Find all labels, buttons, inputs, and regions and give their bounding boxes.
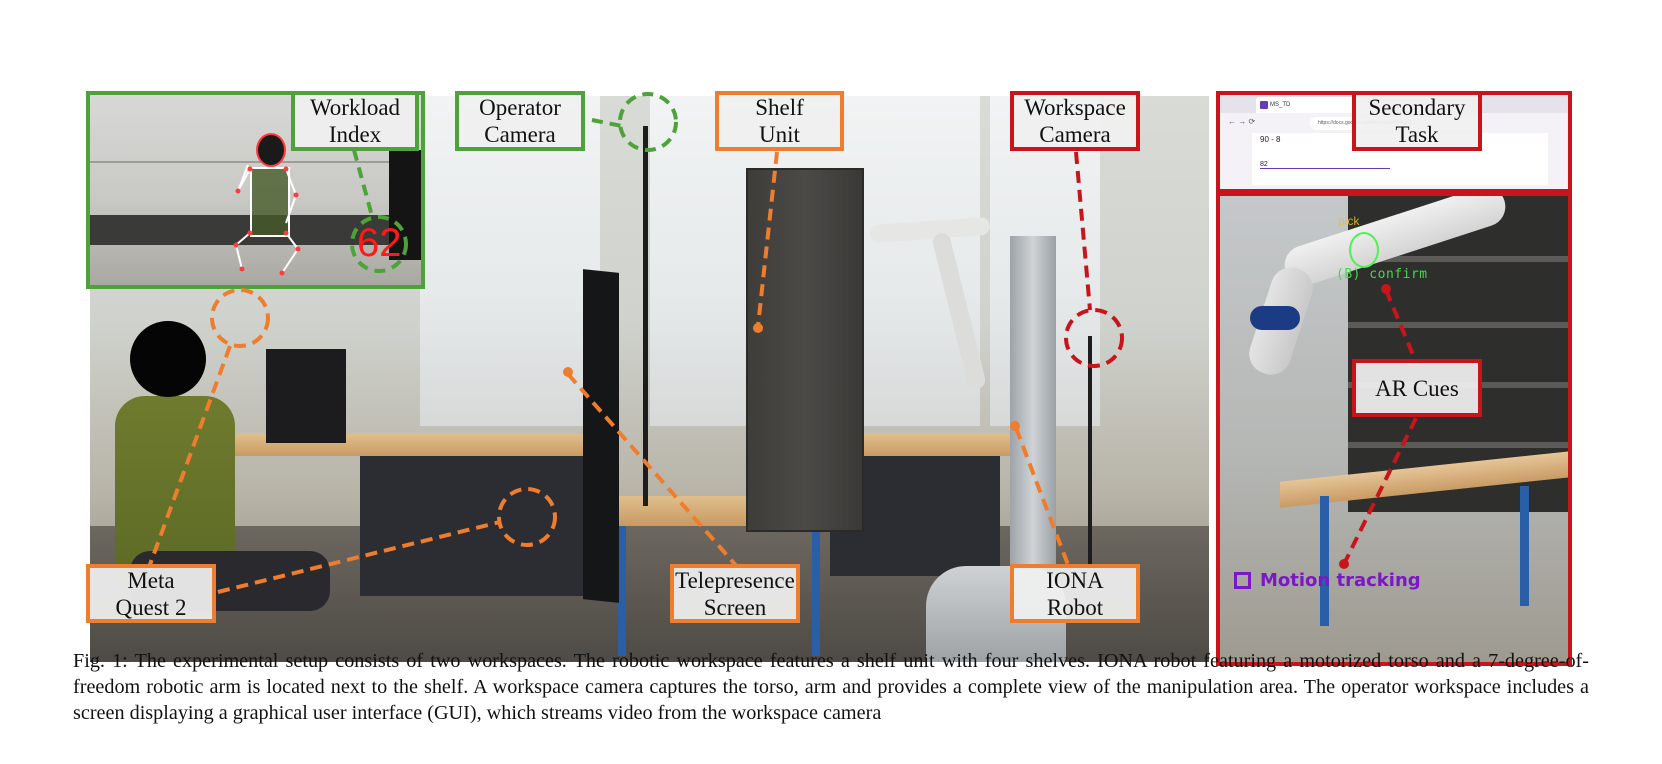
label-shelf-unit: Shelf Unit xyxy=(715,91,844,151)
label-line: Task xyxy=(1395,122,1439,147)
label-line: Telepresence xyxy=(675,567,795,593)
nav-arrows-icon[interactable]: ← → ⟳ xyxy=(1228,117,1256,126)
label-line: Index xyxy=(328,122,382,147)
label-meta-quest: Meta Quest 2 xyxy=(86,564,216,623)
label-line: Operator xyxy=(479,95,561,120)
label-line: Meta xyxy=(127,567,175,593)
label-line: Camera xyxy=(484,122,556,147)
label-telepresence-screen: Telepresence Screen xyxy=(670,564,800,623)
label-line: Secondary xyxy=(1368,95,1466,120)
motion-tracking-checkbox-icon xyxy=(1234,572,1251,589)
ar-table-leg xyxy=(1320,496,1329,626)
table-leg xyxy=(618,526,626,656)
browser-tab[interactable]: MS_TD xyxy=(1256,97,1368,113)
label-line: Quest 2 xyxy=(115,594,187,620)
tripod-pole xyxy=(643,126,648,506)
pose-head xyxy=(256,133,286,167)
telepresence-monitor xyxy=(583,269,619,603)
pc-tower xyxy=(266,349,346,443)
operator-head-redacted xyxy=(130,321,206,397)
ar-target-ring xyxy=(1349,232,1379,268)
label-line: Camera xyxy=(1039,122,1111,147)
forms-icon xyxy=(1260,101,1268,109)
wall-line xyxy=(90,161,421,163)
pose-skeleton xyxy=(233,164,301,276)
label-secondary-task: Secondary Task xyxy=(1352,91,1482,151)
label-workspace-camera: Workspace Camera xyxy=(1010,91,1140,151)
workload-value: 62 xyxy=(357,221,402,265)
label-workload-index: Workload Index xyxy=(291,91,419,151)
label-iona-robot: IONA Robot xyxy=(1010,564,1140,623)
ar-shelf-board xyxy=(1348,442,1568,448)
ar-shelf-board xyxy=(1348,256,1568,262)
motion-tracking-label: Motion tracking xyxy=(1260,570,1421,591)
table-leg xyxy=(812,526,820,656)
label-line: Workload xyxy=(309,95,401,120)
label-line: IONA xyxy=(1046,567,1104,593)
table-top xyxy=(358,434,618,456)
label-line: Workspace xyxy=(1024,95,1126,120)
table-top xyxy=(820,434,1010,456)
label-operator-camera: Operator Camera xyxy=(455,91,585,151)
label-line: AR Cues xyxy=(1375,375,1459,401)
label-line: Screen xyxy=(703,594,767,620)
ar-confirm-cue: (B) confirm xyxy=(1336,267,1428,282)
ar-view-inset xyxy=(1216,192,1572,666)
figure-caption: Fig. 1: The experimental setup consists … xyxy=(73,650,1589,724)
tripod-pole xyxy=(1088,336,1092,566)
ar-target-label: pick xyxy=(1338,214,1360,228)
pose-torso xyxy=(250,167,290,237)
ar-shelf-board xyxy=(1348,322,1568,328)
tab-title: MS_TD xyxy=(1270,102,1291,108)
robot-torso xyxy=(1010,236,1056,566)
shelf-unit xyxy=(746,168,864,532)
table-body xyxy=(360,456,610,596)
task-answer-field[interactable]: 82 xyxy=(1260,161,1390,169)
task-question: 90 - 8 xyxy=(1260,135,1281,144)
label-line: Unit xyxy=(759,122,800,147)
label-line: Shelf xyxy=(755,95,804,120)
label-ar-cues: AR Cues xyxy=(1352,359,1482,417)
ar-robot-wrist xyxy=(1250,306,1300,330)
ar-table-leg xyxy=(1520,486,1529,606)
label-line: Robot xyxy=(1046,594,1104,620)
